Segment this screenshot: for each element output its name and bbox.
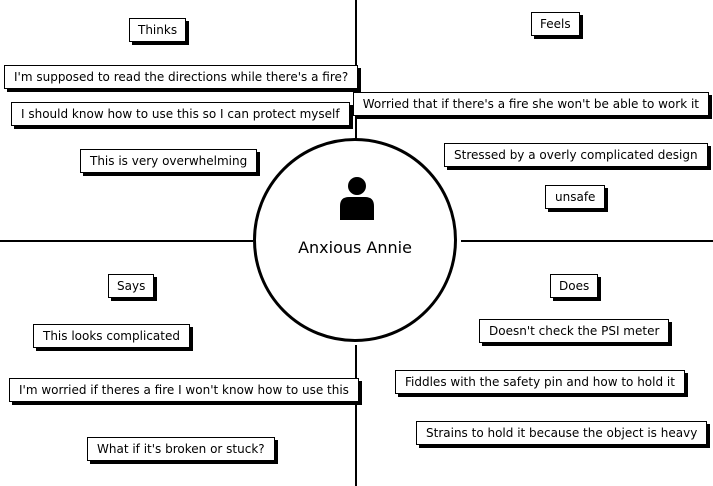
sticky-note: What if it's broken or stuck?: [87, 437, 275, 461]
sticky-note: I should know how to use this so I can p…: [11, 102, 350, 126]
sticky-note: Strains to hold it because the object is…: [416, 421, 708, 445]
sticky-note: Doesn't check the PSI meter: [479, 319, 670, 343]
sticky-note: Worried that if there's a fire she won't…: [352, 92, 709, 116]
sticky-note: Stressed by a overly complicated design: [444, 143, 708, 167]
quadrant-label-does: Does: [550, 274, 599, 298]
persona-circle: [253, 138, 457, 342]
divider-vertical-bottom: [355, 345, 357, 486]
sticky-note: Fiddles with the safety pin and how to h…: [395, 370, 685, 394]
quadrant-label-says: Says: [108, 274, 155, 298]
divider-horizontal-left: [0, 240, 253, 242]
quadrant-label-thinks: Thinks: [129, 18, 187, 42]
quadrant-label-feels: Feels: [531, 12, 580, 36]
sticky-note: I'm worried if theres a fire I won't kno…: [9, 378, 359, 402]
user-icon: [340, 177, 374, 220]
sticky-note: unsafe: [545, 185, 606, 209]
divider-horizontal-right: [461, 240, 713, 242]
sticky-note: This looks complicated: [33, 324, 190, 348]
persona-name: Anxious Annie: [298, 238, 412, 257]
sticky-note: I'm supposed to read the directions whil…: [4, 65, 359, 89]
sticky-note: This is very overwhelming: [80, 149, 258, 173]
